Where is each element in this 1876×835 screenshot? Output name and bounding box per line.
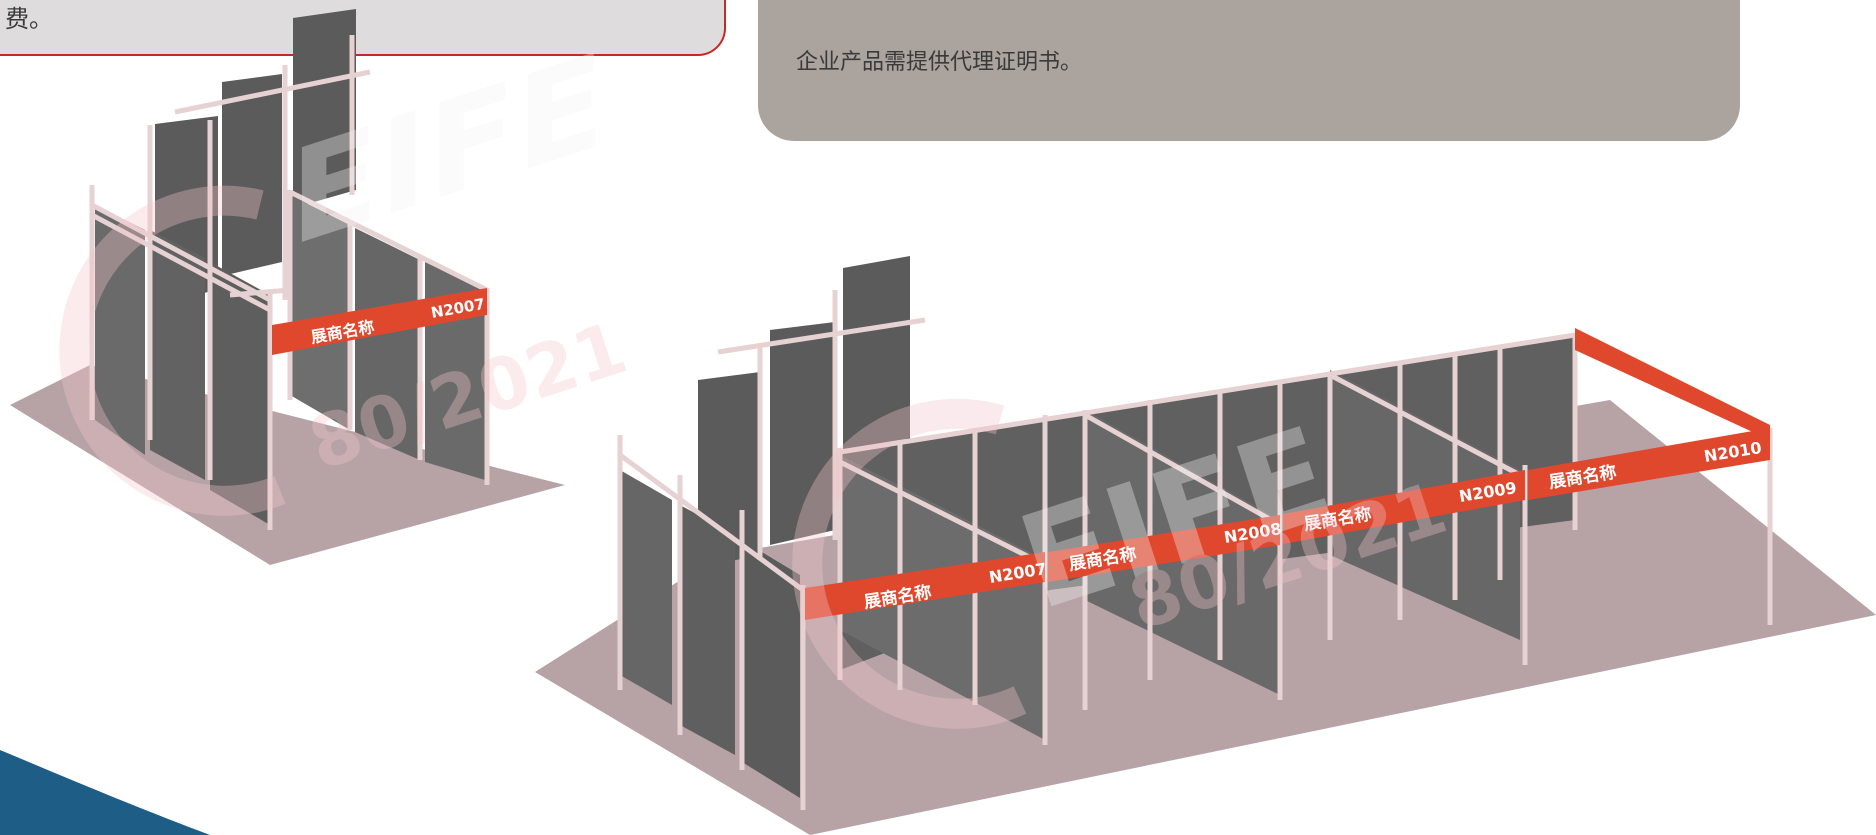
booth-left-right-panel [355, 228, 420, 460]
booth-n2010-fascia [1528, 428, 1770, 500]
booth-left-back-panel [222, 74, 282, 276]
booth-left-back-panel [293, 9, 356, 208]
booth-n2007-fascia [805, 552, 1045, 620]
booth-row-back-panel [770, 322, 835, 545]
note-left-text: 费。 [5, 5, 53, 33]
booth-row-side-panel [742, 540, 800, 798]
booth-row-end-fascia [1575, 328, 1770, 440]
booth-n2009-fascia [1283, 470, 1525, 544]
booth-left-side-panel [150, 230, 205, 480]
note-box-left [0, 0, 726, 56]
watermark-logo-arc-left [59, 185, 286, 516]
booth-left-fascia [272, 288, 487, 355]
booth-row-side-panel [620, 470, 672, 705]
watermark-logo-arc-right [792, 398, 1027, 729]
booth-row-right: 展商名称 N2007 展商名称 N2008 展商名称 N2009 展商名称 N2… [535, 256, 1876, 835]
booth-left-side-panel [95, 205, 145, 455]
booth-left-frame [89, 35, 490, 530]
blue-corner-accent [0, 750, 210, 835]
booth-left: 展商名称 N2007 [10, 9, 565, 565]
booth-left-right-panel [290, 195, 350, 430]
booth-left-side-panel [210, 262, 270, 525]
note-box-right [758, 0, 1740, 141]
booth-row-side-panel [680, 505, 735, 755]
booth-n2008-fascia [1048, 515, 1280, 582]
note-right-text: 企业产品需提供代理证明书。 [796, 50, 1083, 75]
